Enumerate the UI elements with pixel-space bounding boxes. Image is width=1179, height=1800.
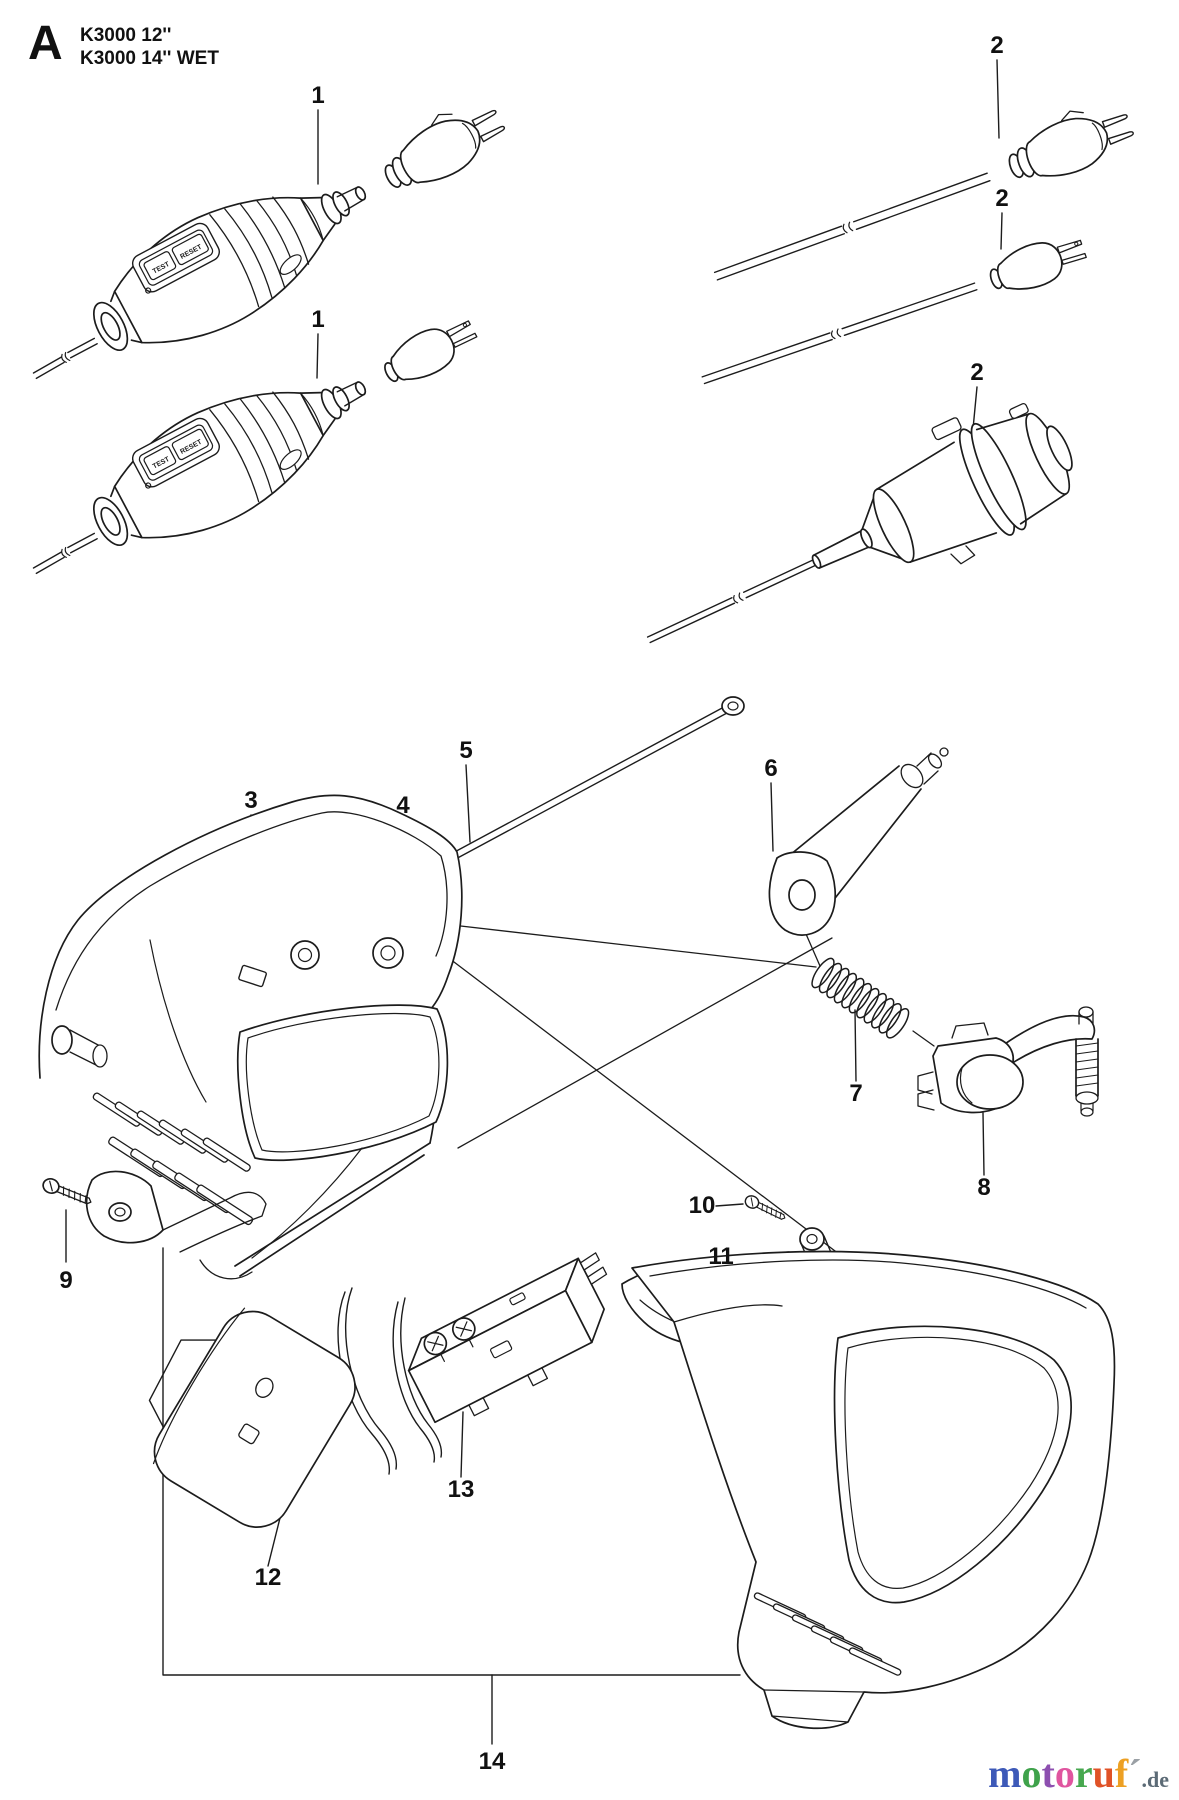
housing-top-shell [38,794,463,1280]
watermark-suffix: .de [1141,1767,1170,1792]
gfci-assembly-bottom [4,309,484,614]
spring-7 [811,957,910,1039]
callout-5: 5 [459,737,473,764]
handle-bottom-shell [631,1250,1116,1730]
cord-euro-plug [713,92,1140,281]
watermark-letters: motoruf´ [988,1751,1142,1796]
callout-7: 7 [849,1080,863,1107]
callout-4: 4 [396,792,410,819]
callout-1-bottom: 1 [311,306,325,333]
lockout-lever-8 [917,1006,1099,1117]
cord-cee-connector [646,402,1073,644]
callout-9: 9 [59,1267,73,1294]
callout-1-top: 1 [311,82,325,109]
callout-14: 14 [478,1748,506,1775]
cord-us-plug [701,228,1091,385]
cable-guide-6 [768,747,949,936]
callout-12: 12 [254,1564,282,1591]
screw-9 [40,1175,95,1210]
gasket-12 [148,1287,443,1528]
callout-2-middle: 2 [995,185,1009,212]
model-line-2: K3000 14'' WET [80,48,219,70]
callout-8: 8 [977,1174,991,1201]
callout-2-bottom: 2 [970,359,984,386]
switch-13 [407,1252,608,1424]
model-line-1: K3000 12'' [80,25,172,46]
callout-10: 10 [688,1192,716,1219]
group-bracket-14 [162,1247,741,1745]
model-title: K3000 12'' K3000 14'' WET [80,24,219,70]
callout-2-top: 2 [990,32,1004,59]
callout-6: 6 [764,755,778,782]
callout-13: 13 [447,1476,475,1503]
callout-11: 11 [708,1243,734,1270]
section-letter: A [28,17,63,70]
callout-3: 3 [244,787,258,814]
watermark-logo: motoruf´.de [988,1754,1169,1794]
